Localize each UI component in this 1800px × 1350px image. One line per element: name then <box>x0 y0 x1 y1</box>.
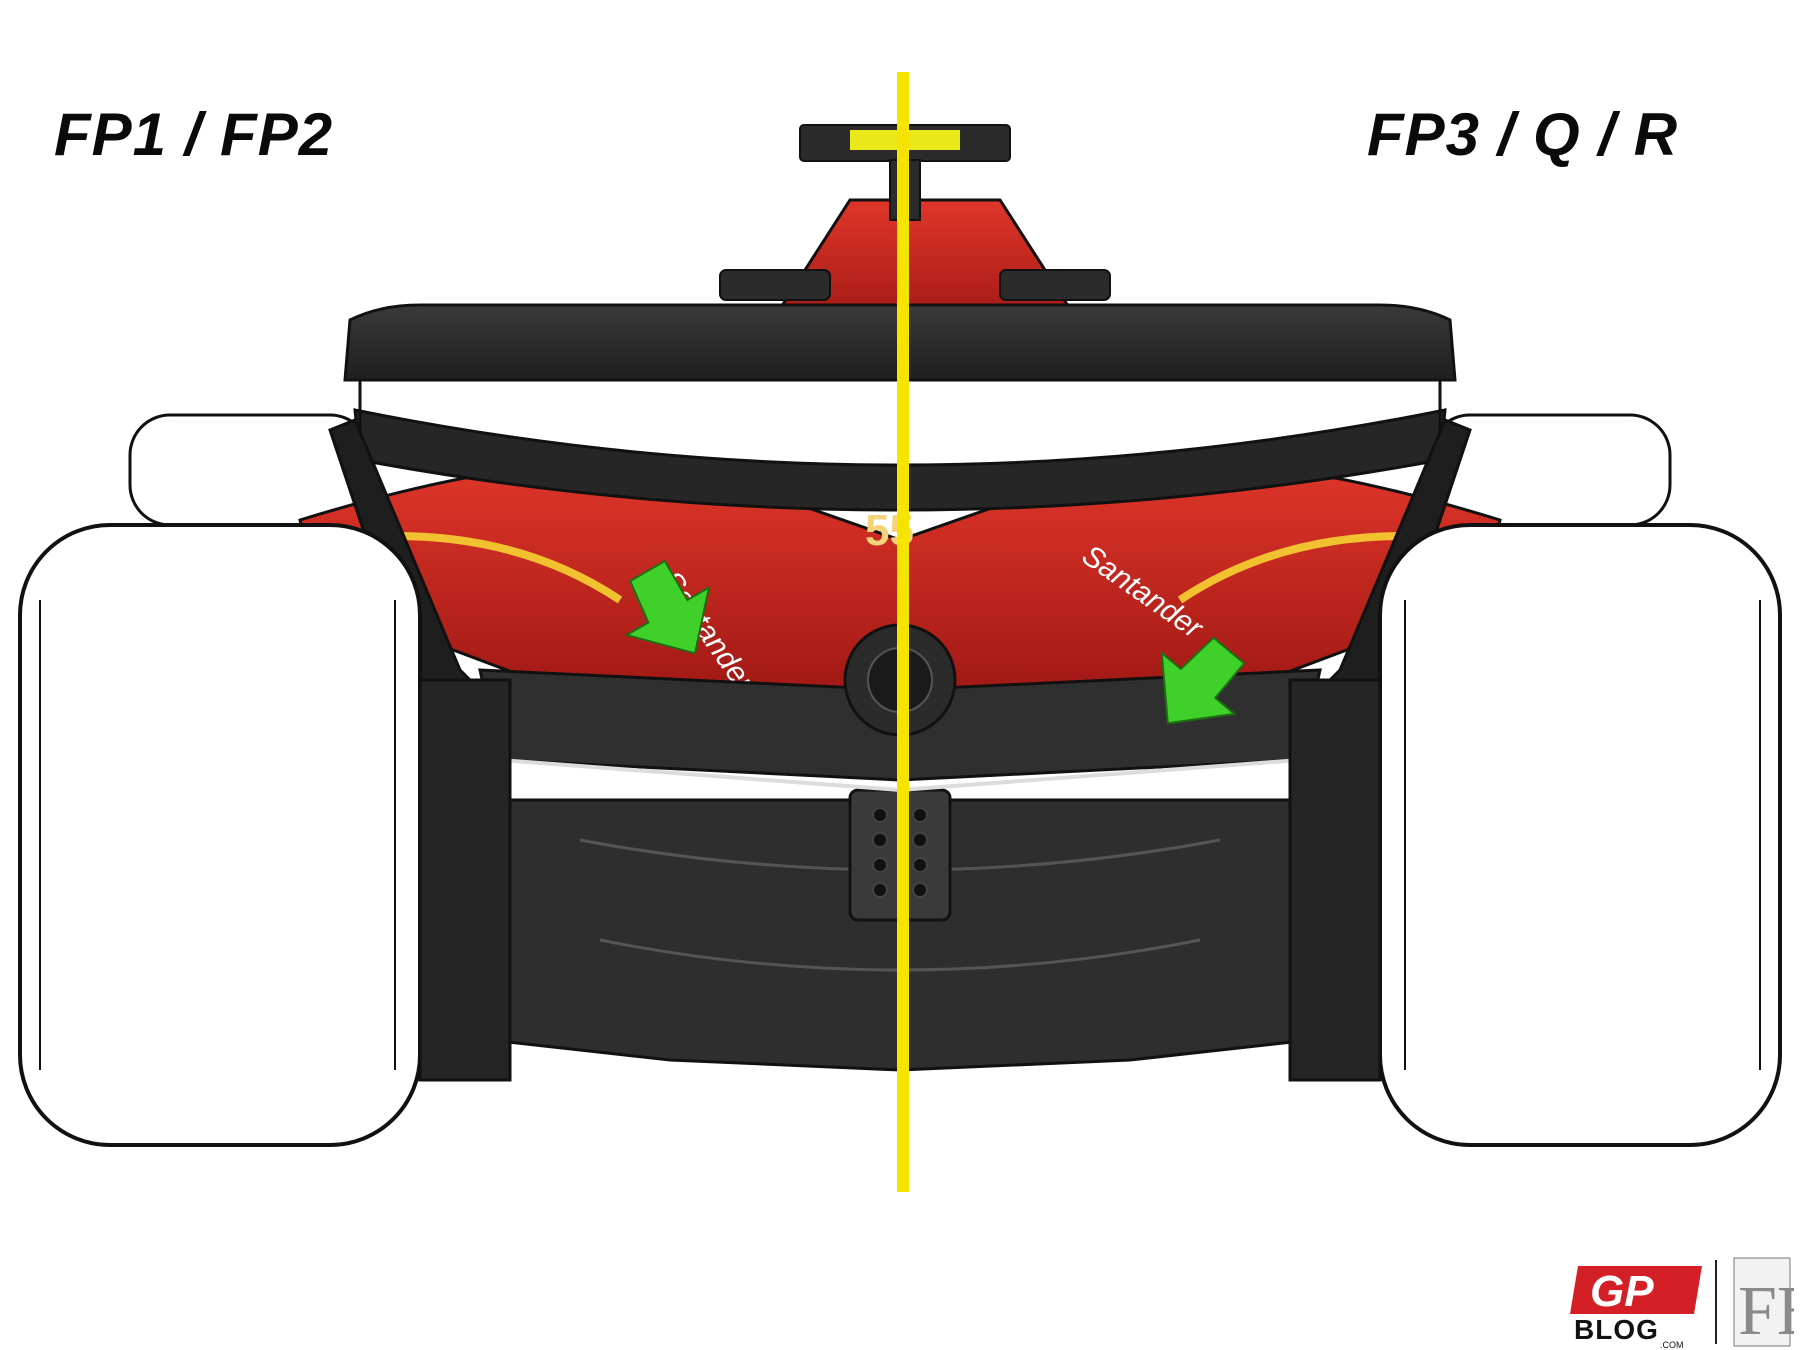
blog-text: BLOG <box>1574 1314 1659 1345</box>
comparison-divider <box>897 72 909 1192</box>
session-label-right: FP3 / Q / R <box>1367 101 1679 168</box>
com-text: .COM <box>1660 1340 1684 1350</box>
rear-tyre-left <box>18 523 422 1147</box>
brake-duct-right <box>1288 678 1382 1082</box>
rear-tyre-right <box>1378 523 1782 1147</box>
svg-text:FB: FB <box>1738 1273 1794 1348</box>
svg-text:GP: GP <box>1590 1267 1654 1316</box>
gp-logo: GP <box>1570 1266 1702 1316</box>
brand-divider <box>1715 1260 1717 1344</box>
brake-duct-left <box>418 678 512 1082</box>
session-label-left: FP1 / FP2 <box>54 101 334 168</box>
arrow-left-icon <box>624 559 711 655</box>
branding: GP BLOG .COM FB <box>1560 1256 1800 1350</box>
top-pod <box>799 124 1011 221</box>
fb-logo: FB <box>1733 1257 1794 1348</box>
arrow-right-icon <box>1160 636 1246 725</box>
